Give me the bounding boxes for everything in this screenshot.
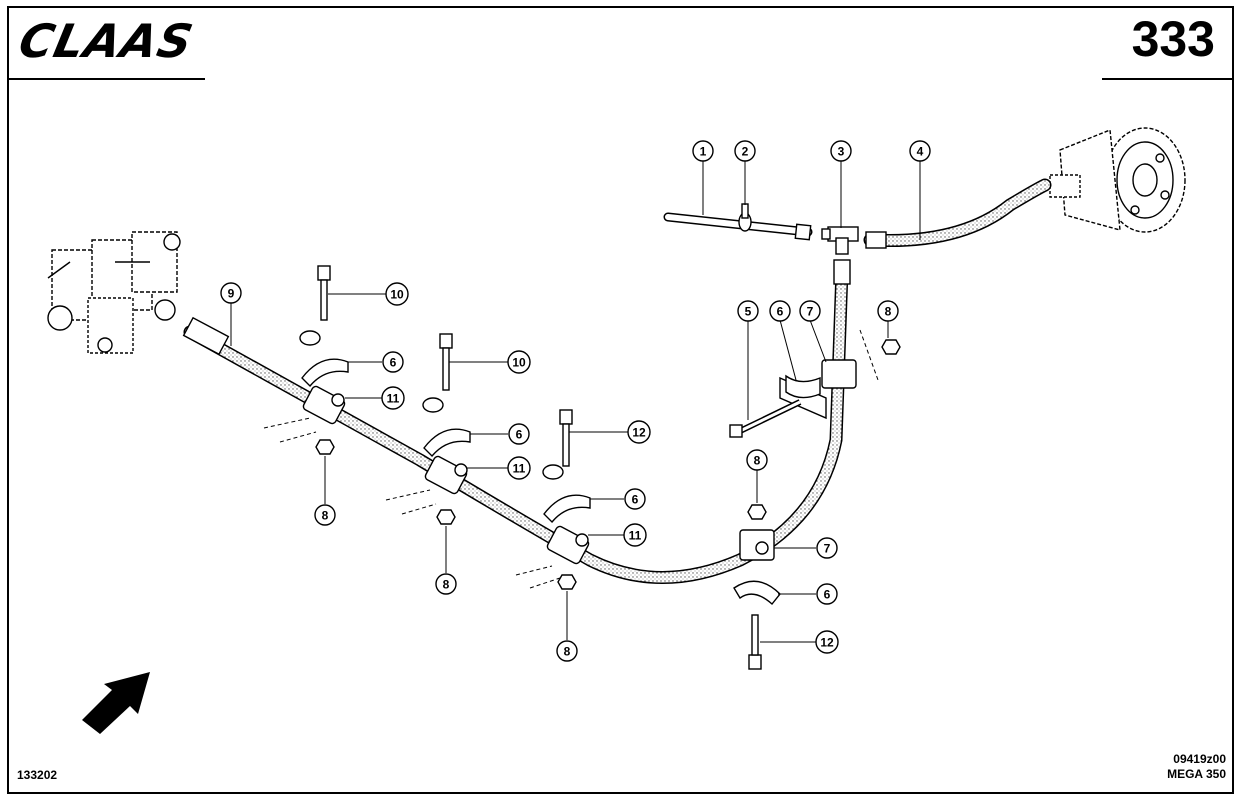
svg-text:8: 8 bbox=[564, 645, 571, 659]
part-reference-block: 09419z00 MEGA 350 bbox=[1167, 752, 1226, 782]
callout-6-c: 6 bbox=[508, 423, 530, 445]
callout-6-b: 6 bbox=[382, 351, 404, 373]
pipe-clamp-11-b bbox=[424, 455, 468, 495]
svg-text:6: 6 bbox=[777, 305, 784, 319]
svg-text:8: 8 bbox=[754, 454, 761, 468]
bolt-5 bbox=[729, 399, 802, 438]
callout-12-b: 12 bbox=[815, 630, 839, 654]
bolt-12-b bbox=[748, 614, 762, 670]
svg-text:11: 11 bbox=[387, 392, 400, 406]
page-number-underline bbox=[1102, 78, 1234, 80]
callout-5: 5 bbox=[737, 300, 759, 322]
bolt-12-a bbox=[559, 409, 573, 467]
pipe-clamp-11-a bbox=[302, 385, 346, 425]
svg-text:11: 11 bbox=[629, 529, 642, 543]
drawing-frame bbox=[7, 6, 1234, 794]
svg-text:8: 8 bbox=[322, 509, 329, 523]
pipe-clamp-2 bbox=[738, 203, 752, 232]
svg-text:10: 10 bbox=[390, 288, 404, 302]
svg-text:2: 2 bbox=[742, 145, 749, 159]
svg-text:12: 12 bbox=[820, 636, 834, 650]
main-pipe bbox=[182, 259, 851, 584]
callout-4: 4 bbox=[909, 140, 931, 162]
pipe-1 bbox=[663, 212, 813, 241]
bolt-10-b bbox=[439, 333, 453, 391]
callout-7-b: 7 bbox=[816, 537, 838, 559]
model-name: MEGA 350 bbox=[1167, 767, 1226, 781]
control-valve-block bbox=[47, 231, 181, 354]
svg-text:9: 9 bbox=[228, 287, 235, 301]
callout-8-d: 8 bbox=[556, 640, 578, 662]
leader-lines bbox=[230, 160, 921, 643]
clamp-half-6-d bbox=[733, 580, 781, 606]
svg-text:11: 11 bbox=[513, 462, 526, 476]
callout-10-a: 10 bbox=[385, 282, 409, 306]
page-number: 333 bbox=[1131, 11, 1215, 67]
svg-text:7: 7 bbox=[807, 305, 814, 319]
svg-text:6: 6 bbox=[824, 588, 831, 602]
callout-3: 3 bbox=[830, 140, 852, 162]
clamp-half-6-a bbox=[301, 358, 349, 388]
drawing-id: 133202 bbox=[17, 768, 58, 782]
callout-10-b: 10 bbox=[507, 350, 531, 374]
callout-12-a: 12 bbox=[627, 420, 651, 444]
svg-text:8: 8 bbox=[885, 305, 892, 319]
callout-8-e: 8 bbox=[746, 449, 768, 471]
svg-text:12: 12 bbox=[632, 426, 646, 440]
direction-arrow bbox=[82, 672, 150, 734]
svg-text:8: 8 bbox=[443, 578, 450, 592]
callout-7-a: 7 bbox=[799, 300, 821, 322]
bolt-10-a bbox=[317, 265, 331, 321]
svg-text:6: 6 bbox=[516, 428, 523, 442]
svg-text:1: 1 bbox=[700, 145, 707, 159]
clamp-half-6-b bbox=[423, 428, 471, 458]
callout-1: 1 bbox=[692, 140, 714, 162]
svg-text:6: 6 bbox=[632, 493, 639, 507]
callout-11-c: 11 bbox=[623, 523, 647, 547]
svg-text:4: 4 bbox=[917, 145, 924, 159]
svg-text:5: 5 bbox=[745, 305, 752, 319]
callout-6-a: 6 bbox=[769, 300, 791, 322]
nut-8-group bbox=[315, 339, 901, 590]
brand-underline bbox=[7, 78, 205, 80]
mounting-guide-lines bbox=[263, 329, 879, 589]
spring-washers bbox=[299, 330, 564, 480]
part-ref: 09419z00 bbox=[1173, 752, 1226, 766]
pipe-clamp-7-lower bbox=[739, 529, 775, 561]
svg-text:10: 10 bbox=[512, 356, 526, 370]
clamp-half-6-e bbox=[785, 374, 821, 399]
hose-4 bbox=[863, 178, 1052, 249]
tee-fitting-3 bbox=[821, 226, 859, 255]
callout-8-b: 8 bbox=[314, 504, 336, 526]
svg-text:7: 7 bbox=[824, 542, 831, 556]
callout-6-d: 6 bbox=[624, 488, 646, 510]
callout-6-e: 6 bbox=[816, 583, 838, 605]
callout-8-a: 8 bbox=[877, 300, 899, 322]
callout-2: 2 bbox=[734, 140, 756, 162]
clamp-half-6-c bbox=[543, 494, 591, 524]
svg-text:3: 3 bbox=[838, 145, 845, 159]
callout-9: 9 bbox=[220, 282, 242, 304]
pipe-clamp-11-c bbox=[546, 525, 590, 565]
callout-8-c: 8 bbox=[435, 573, 457, 595]
svg-text:6: 6 bbox=[390, 356, 397, 370]
hydraulic-pump bbox=[1049, 127, 1186, 233]
callout-11-a: 11 bbox=[381, 386, 405, 410]
callout-11-b: 11 bbox=[507, 456, 531, 480]
